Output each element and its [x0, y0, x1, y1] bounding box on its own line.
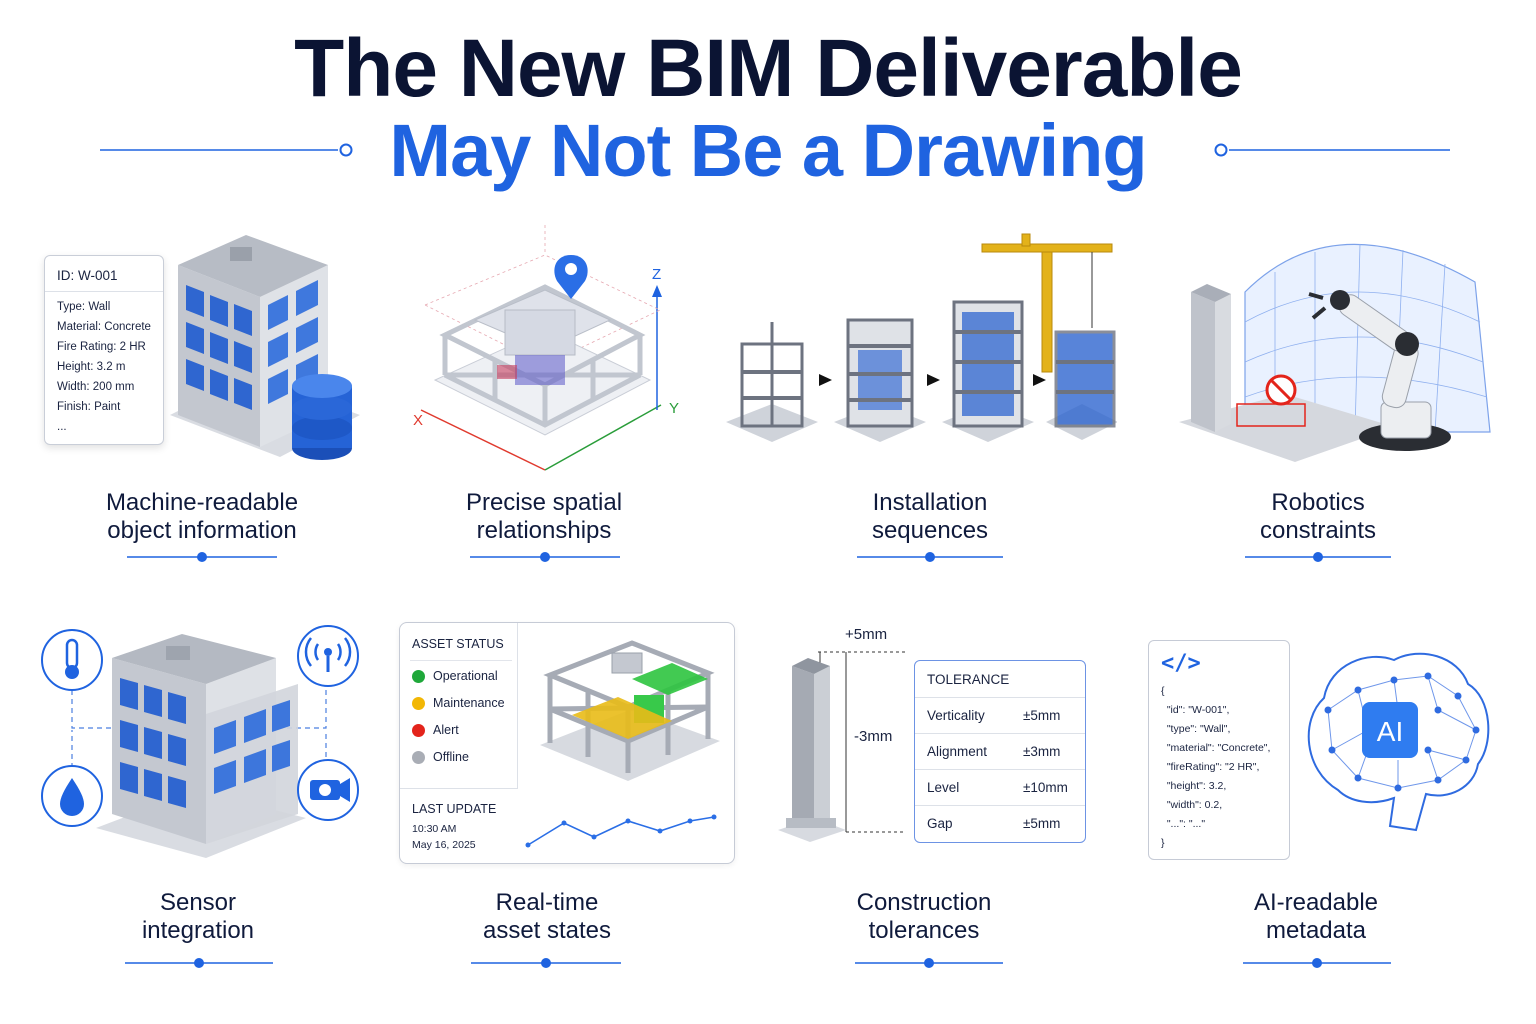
water-drop-icon — [41, 765, 103, 827]
caption-divider — [125, 958, 273, 968]
title-divider-right — [1214, 143, 1450, 157]
title-divider-left — [100, 143, 353, 157]
caption-divider — [471, 958, 621, 968]
caption-divider — [855, 958, 1003, 968]
sequence-stage-3 — [942, 300, 1034, 442]
page-title: The New BIM Deliverable — [294, 23, 1243, 114]
asset-status-title: ASSET STATUS — [412, 637, 504, 651]
prohibited-icon — [1265, 374, 1297, 406]
tolerance-row: Alignment ±3mm — [915, 733, 1085, 769]
caption-divider — [1245, 552, 1391, 562]
json-line: "...": "..." — [1161, 818, 1206, 830]
json-metadata-card: </> { "id": "W-001", "type": "Wall", "ma… — [1148, 640, 1290, 860]
last-update-title: LAST UPDATE — [412, 802, 497, 816]
json-line: "fireRating": "2 HR", — [1161, 761, 1260, 773]
database-icon — [292, 374, 352, 460]
column-tolerance-illustration — [778, 651, 906, 842]
page-subtitle: May Not Be a Drawing — [389, 109, 1147, 192]
last-update-date: May 16, 2025 — [412, 839, 476, 851]
sensor-integration-illustration — [41, 625, 359, 858]
status-alert: Alert — [412, 723, 459, 737]
robot-arm-icon — [1308, 290, 1451, 451]
caption-asset-states: Real-time asset states — [482, 889, 612, 944]
tolerance-row: Gap ±5mm — [915, 805, 1085, 841]
status-dot-icon — [412, 723, 425, 737]
sequence-stage-1 — [726, 322, 818, 442]
installation-sequence-illustration — [726, 233, 1117, 442]
spatial-model-illustration: X Y Z — [413, 225, 679, 471]
json-line: { — [1161, 685, 1165, 697]
thermometer-icon — [41, 629, 103, 691]
caption-tolerances: Construction tolerances — [856, 889, 992, 944]
object-property: Material: Concrete — [57, 321, 151, 333]
wireless-signal-icon — [297, 625, 359, 687]
status-maintenance: Maintenance — [412, 696, 505, 710]
object-property: Height: 3.2 m — [57, 361, 126, 373]
y-axis-label: Y — [669, 400, 679, 417]
asset-status-panel: ASSET STATUS Operational Maintenance Ale… — [399, 622, 735, 864]
json-line: "width": 0.2, — [1161, 799, 1223, 811]
tolerance-dim-side: -3mm — [854, 728, 893, 745]
caption-ai-metadata: AI-readable metadata — [1253, 889, 1379, 944]
asset-model-illustration — [540, 640, 720, 781]
object-property: Type: Wall — [57, 301, 111, 313]
tower-crane-icon — [981, 233, 1113, 373]
tolerance-title: TOLERANCE — [927, 672, 1010, 687]
object-id: ID: W-001 — [45, 256, 163, 292]
json-line: "type": "Wall", — [1161, 723, 1231, 735]
x-axis-label: X — [413, 412, 423, 429]
json-line: "height": 3.2, — [1161, 780, 1227, 792]
object-property: Fire Rating: 2 HR — [57, 341, 146, 353]
status-operational: Operational — [412, 669, 498, 683]
tolerance-dim-top: +5mm — [845, 626, 888, 643]
object-property: Finish: Paint — [57, 401, 121, 413]
status-dot-icon — [412, 669, 425, 683]
sequence-stage-4 — [1046, 330, 1117, 440]
caption-divider — [470, 552, 620, 562]
brain-network-icon: AI — [1307, 652, 1490, 832]
json-line: } — [1161, 837, 1165, 849]
object-property: ... — [57, 421, 67, 433]
sequence-stage-2 — [834, 318, 926, 442]
camera-icon — [297, 759, 359, 821]
caption-divider — [127, 552, 277, 562]
caption-divider — [1243, 958, 1391, 968]
status-trend-chart — [525, 814, 717, 848]
code-icon: </> — [1161, 651, 1201, 676]
tolerance-panel: TOLERANCE Verticality ±5mm Alignment ±3m… — [914, 660, 1086, 843]
tolerance-row: Level ±10mm — [915, 769, 1085, 805]
tolerance-row: Verticality ±5mm — [915, 697, 1085, 733]
building-illustration — [170, 235, 360, 457]
json-line: "material": "Concrete", — [1161, 742, 1271, 754]
status-dot-icon — [412, 696, 425, 710]
status-offline: Offline — [412, 750, 469, 764]
last-update-time: 10:30 AM — [412, 823, 457, 835]
object-info-card: ID: W-001 Type: Wall Material: Concrete … — [44, 255, 164, 445]
json-line: "id": "W-001", — [1161, 704, 1230, 716]
caption-installation: Installation sequences — [871, 489, 989, 544]
status-dot-icon — [412, 750, 425, 764]
object-property: Width: 200 mm — [57, 381, 135, 393]
caption-divider — [857, 552, 1003, 562]
caption-robotics: Robotics constraints — [1259, 489, 1377, 544]
caption-spatial: Precise spatial relationships — [465, 489, 623, 544]
z-axis-label: Z — [652, 266, 661, 283]
location-pin-icon — [554, 255, 588, 299]
caption-sensor: Sensor integration — [141, 889, 255, 944]
robotics-illustration — [1179, 243, 1491, 462]
caption-machine-readable: Machine-readable object information — [105, 489, 299, 544]
ai-badge: AI — [1377, 716, 1403, 747]
